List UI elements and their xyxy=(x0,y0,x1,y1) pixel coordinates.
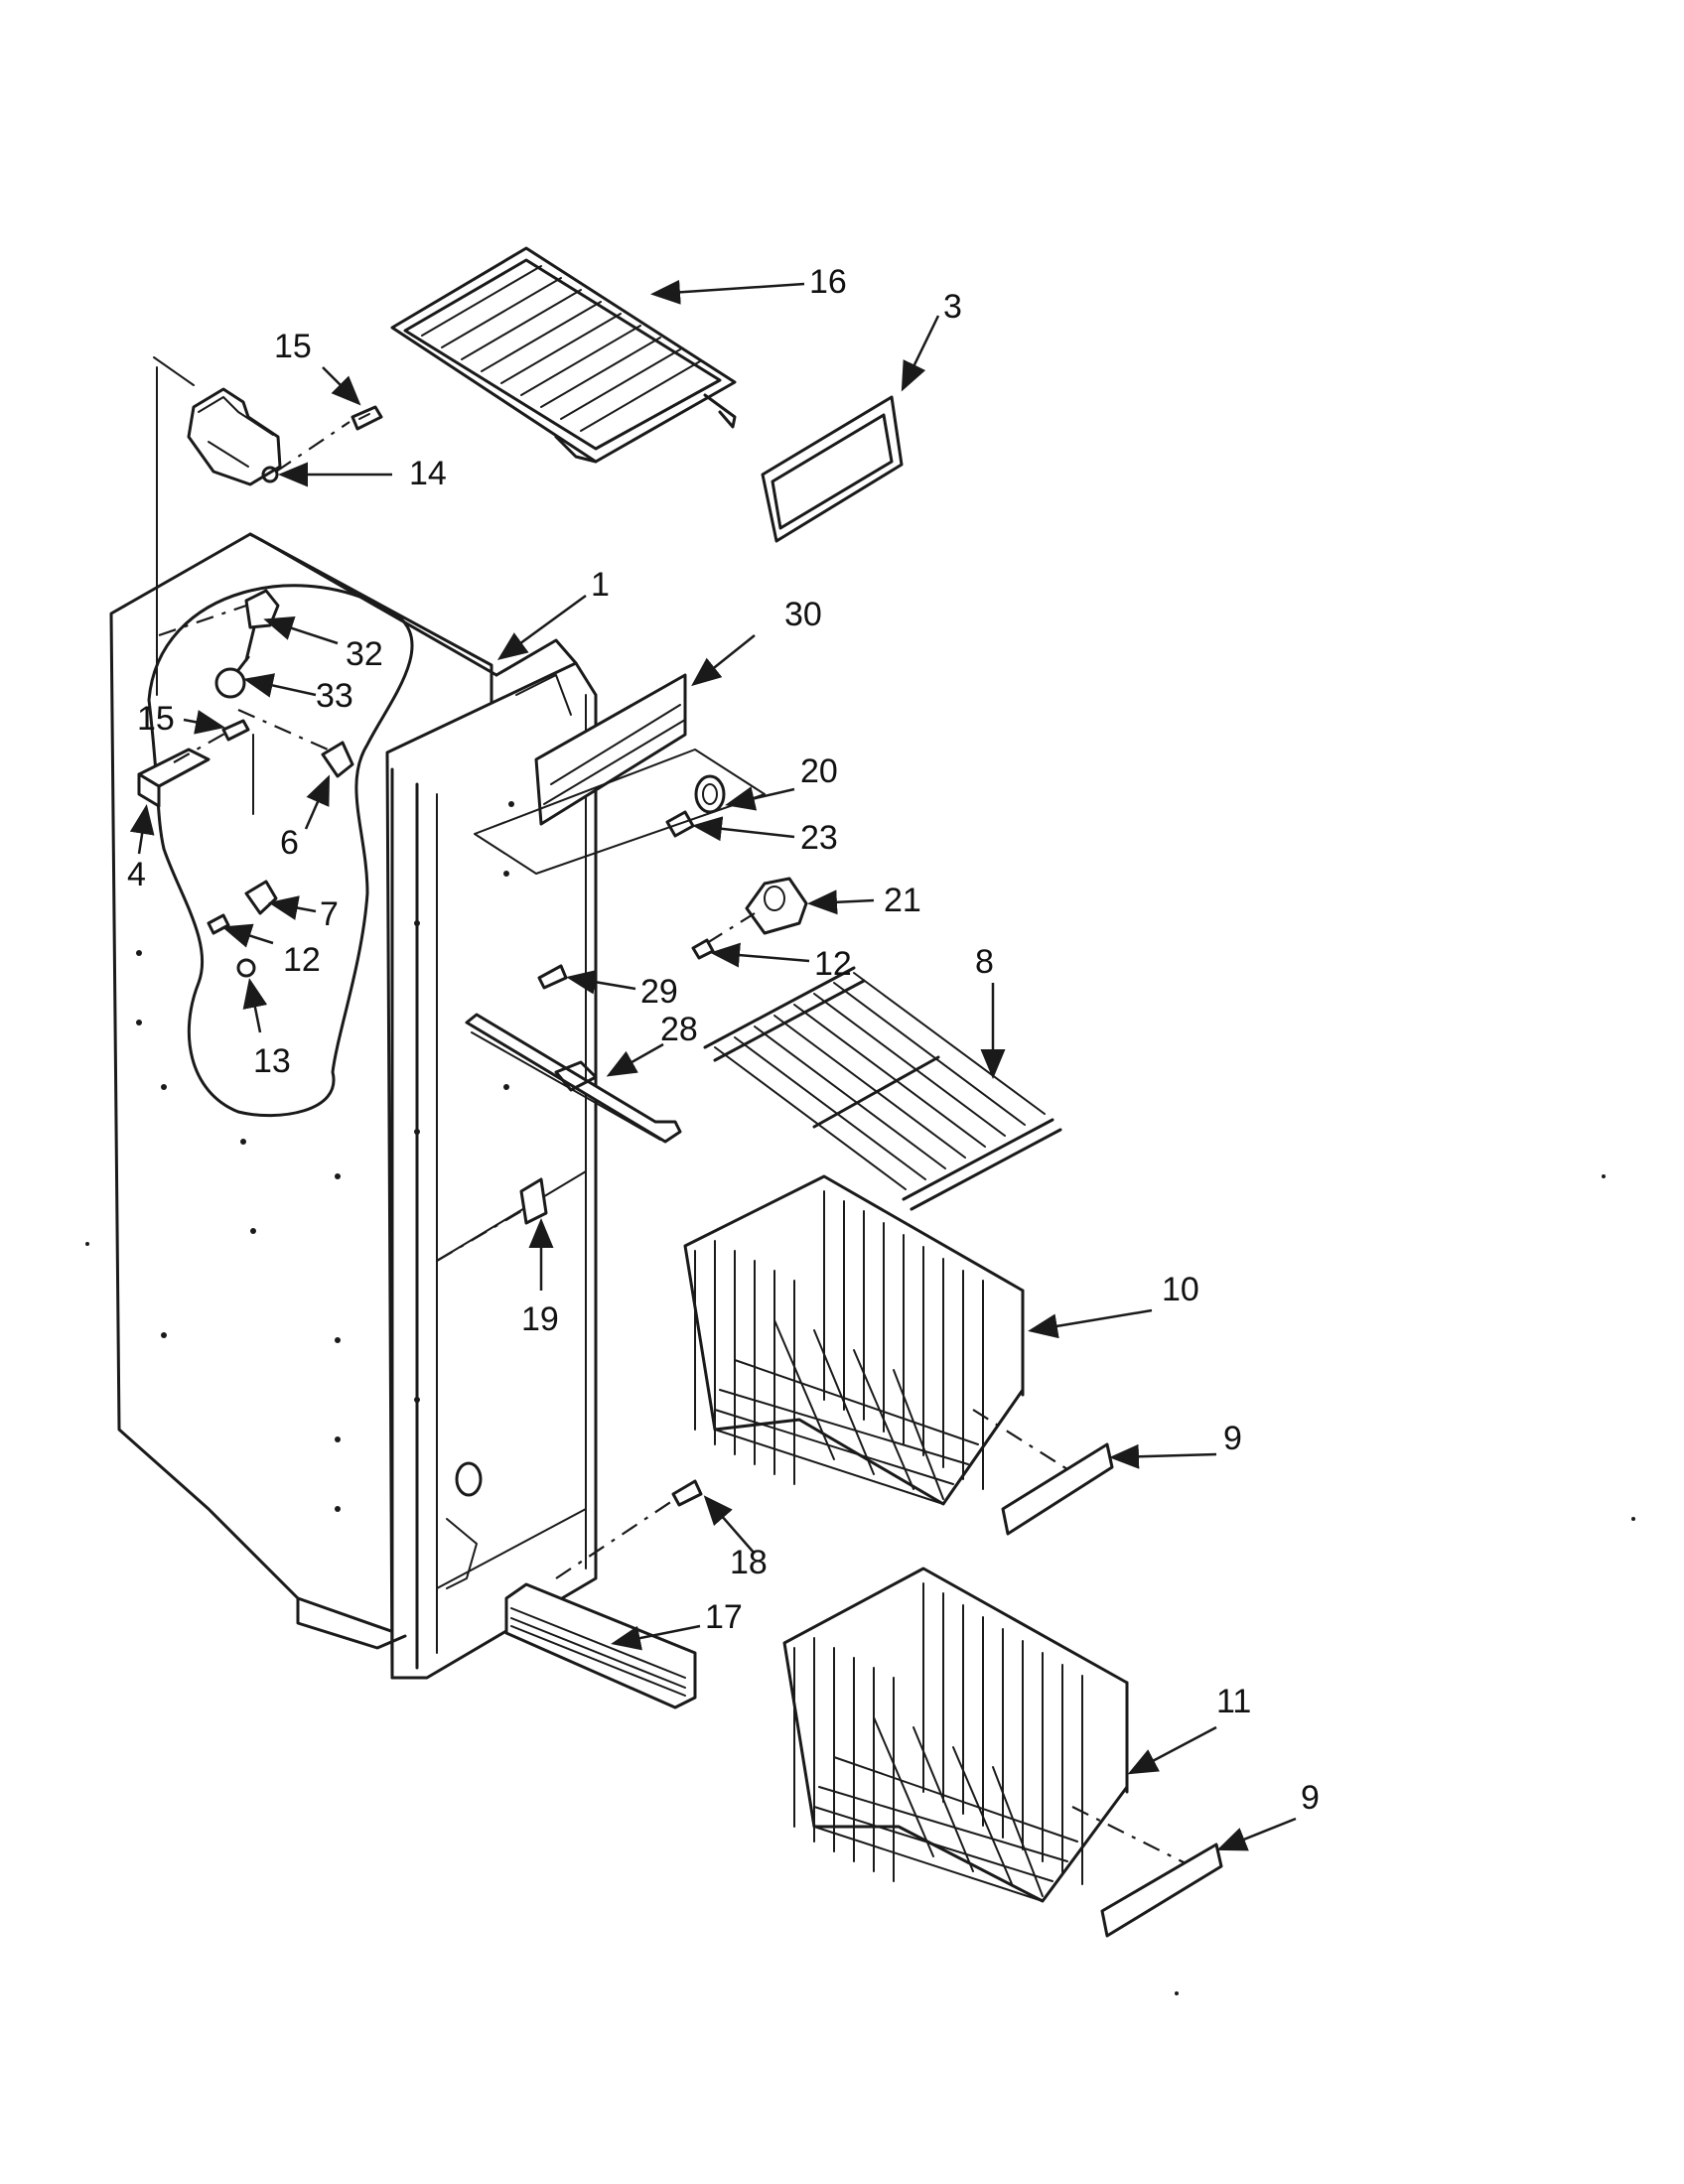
callout-23: 23 xyxy=(800,819,838,857)
part-13-plug xyxy=(236,958,256,978)
callout-21: 21 xyxy=(884,882,921,919)
liner-holes xyxy=(136,801,514,1512)
part-30-duct xyxy=(534,673,687,826)
callout-33: 33 xyxy=(316,677,353,715)
callout-15: 15 xyxy=(137,700,175,738)
part-29-screw xyxy=(537,964,568,990)
callout-17: 17 xyxy=(705,1598,743,1636)
part-18-screw xyxy=(671,1479,703,1507)
callout-14: 14 xyxy=(409,455,447,492)
callout-29: 29 xyxy=(640,973,678,1011)
freezer-liner xyxy=(109,532,598,1680)
callout-28: 28 xyxy=(660,1011,698,1048)
callout-30: 30 xyxy=(784,596,822,633)
callout-3: 3 xyxy=(943,288,962,326)
callout-20: 20 xyxy=(800,752,838,790)
part-6-thermostat xyxy=(321,741,354,778)
callout-32: 32 xyxy=(346,635,383,673)
callout-1: 1 xyxy=(591,566,610,604)
part-33-bulb xyxy=(214,655,250,699)
callout-16: 16 xyxy=(809,263,847,301)
callout-12: 12 xyxy=(814,945,852,983)
callout-8: 8 xyxy=(975,943,994,981)
part-9-front-upper xyxy=(1001,1442,1114,1536)
part-12-screw-right xyxy=(691,938,715,960)
callout-4: 4 xyxy=(127,856,146,893)
part-8-wire-shelf xyxy=(703,966,1062,1211)
callout-9: 9 xyxy=(1223,1420,1242,1457)
part-15-screw xyxy=(221,719,250,742)
part-10-basket xyxy=(683,1174,1025,1506)
callout-6: 6 xyxy=(280,824,299,862)
callout-11: 11 xyxy=(1216,1683,1251,1720)
callout-10: 10 xyxy=(1162,1271,1199,1308)
part-17-grille xyxy=(504,1582,697,1709)
part-16-glass-shelf xyxy=(390,246,737,464)
part-14-bracket xyxy=(187,387,282,486)
callout-7: 7 xyxy=(320,895,339,933)
part-19-bracket xyxy=(519,1177,548,1225)
callout-15: 15 xyxy=(274,328,312,365)
part-9-front-lower xyxy=(1100,1843,1223,1938)
callout-9: 9 xyxy=(1301,1779,1320,1817)
part-3-shelf-trim xyxy=(761,395,904,543)
part-20-cover xyxy=(694,774,726,814)
leader-lines xyxy=(129,279,1297,1851)
part-21-damper xyxy=(745,877,808,935)
callout-18: 18 xyxy=(730,1544,768,1581)
callout-19: 19 xyxy=(521,1300,559,1338)
callout-13: 13 xyxy=(253,1042,291,1080)
callout-labels: 16 3 15 14 1 30 32 33 15 20 23 6 4 21 7 … xyxy=(127,263,1320,1817)
part-15-screw-top xyxy=(351,405,383,431)
part-4-clip xyxy=(137,748,210,808)
part-28-rail xyxy=(465,1013,682,1144)
callout-12: 12 xyxy=(283,941,321,979)
part-11-basket xyxy=(782,1567,1129,1903)
